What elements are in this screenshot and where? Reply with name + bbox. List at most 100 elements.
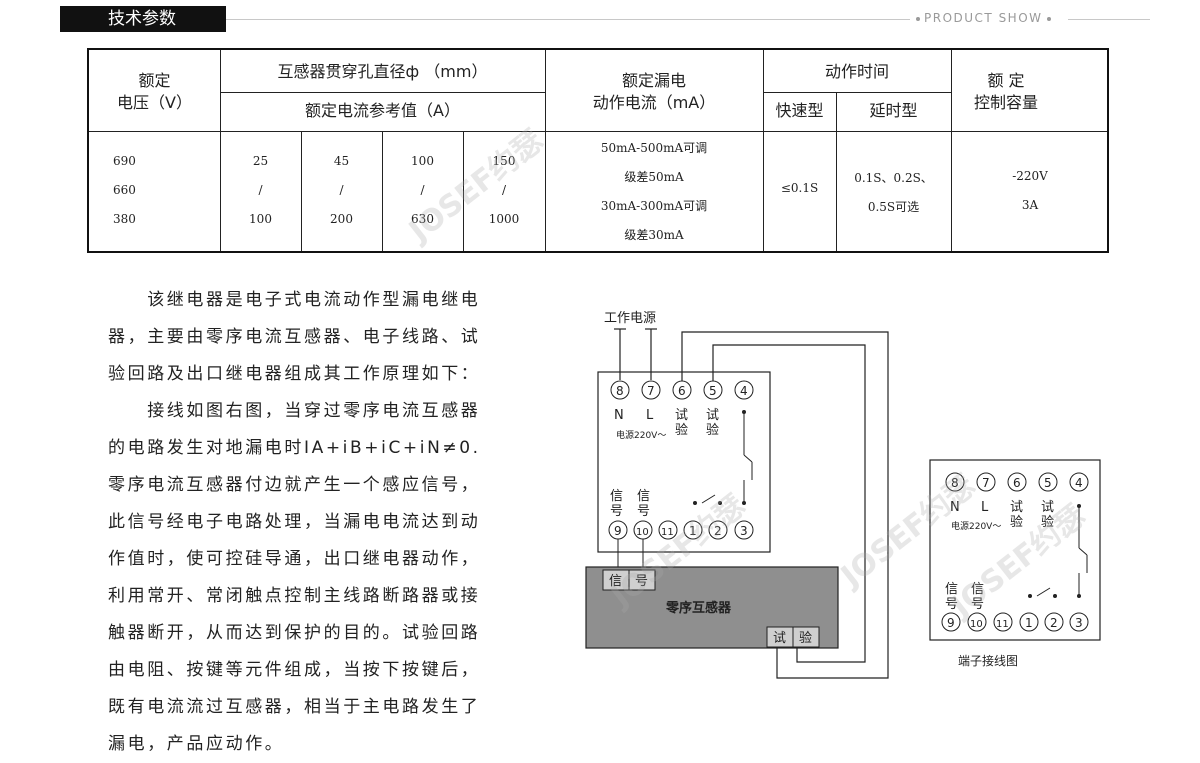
svg-text:3: 3: [1075, 616, 1083, 630]
svg-text:L: L: [981, 500, 989, 515]
test-label: 试: [675, 408, 688, 423]
svg-text:10: 10: [970, 619, 983, 630]
svg-text:验: 验: [1010, 514, 1023, 530]
delay-type-header: 延时型: [869, 101, 918, 120]
svg-text:6: 6: [678, 384, 686, 398]
ct-aperture-header: 互感器贯穿孔直径ф （mm）: [277, 62, 488, 81]
svg-text:9: 9: [614, 524, 622, 538]
ct-col-bottom: 100: [249, 212, 272, 226]
product-show-text: PRODUCT SHOW: [924, 11, 1043, 25]
section-title: 技术参数: [60, 6, 226, 32]
svg-text:7: 7: [647, 384, 655, 398]
svg-text:1: 1: [689, 524, 697, 538]
description-line: 触器断开，从而达到保护的目的。试验回路: [108, 623, 481, 643]
ct-col-sep: /: [420, 183, 425, 197]
leak-value: 50mA-500mA可调: [600, 141, 708, 155]
svg-text:11: 11: [996, 619, 1009, 630]
voltage-header-line1: 额定: [138, 71, 171, 90]
description-line: 零序电流互感器付边就产生一个感应信号，: [108, 475, 481, 495]
leak-current-header: 额定漏电 动作电流（mA）: [545, 70, 763, 114]
capacity-value: -220V: [1012, 169, 1048, 183]
svg-text:1: 1: [1025, 616, 1033, 630]
fast-type-header: 快速型: [775, 101, 824, 120]
ct-signal-label: 信: [609, 574, 622, 589]
delay-type-value: 0.5S可选: [867, 200, 920, 214]
l-label: L: [646, 408, 654, 423]
ct-col-sep: /: [501, 183, 507, 197]
svg-text:号: 号: [971, 597, 984, 612]
svg-text:验: 验: [1041, 514, 1054, 530]
test-label: 验: [675, 422, 688, 438]
ct-current-header: 额定电流参考值（A）: [305, 101, 460, 120]
fast-type-value: ≤0.1S: [780, 181, 819, 195]
voltage-header: 额定 电压（V）: [89, 70, 220, 114]
svg-text:10: 10: [636, 527, 649, 538]
description-line: 漏电，产品应动作。: [108, 734, 285, 754]
test-label: 验: [706, 422, 719, 438]
description-line: 验回路及出口继电器组成其工作原理如下：: [108, 364, 481, 384]
description-line: 由电阻、按键等元件组成，当按下按键后，: [108, 660, 481, 680]
leak-header-line2: 动作电流（mA）: [592, 93, 716, 112]
n-label: N: [614, 408, 624, 423]
svg-text:8: 8: [616, 384, 624, 398]
leak-value: 级差30mA: [624, 228, 684, 242]
svg-text:7: 7: [982, 476, 990, 490]
ct-col-top: 100: [411, 154, 434, 168]
capacity-header: 额 定 控制容量: [951, 70, 1061, 114]
header-divider: [226, 19, 910, 20]
ct-title: 零序互感器: [665, 600, 732, 616]
power-label: 工作电源: [604, 311, 656, 326]
description-line: 既有电流流过互感器，相当于主电路发生了: [108, 697, 481, 717]
description-line: 器，主要由零序电流互感器、电子线路、试: [108, 327, 481, 347]
description-text: 该继电器是电子式电流动作型漏电继电 器，主要由零序电流互感器、电子线路、试 验回…: [108, 282, 548, 763]
svg-text:N: N: [950, 500, 960, 515]
svg-text:5: 5: [709, 384, 717, 398]
voltage-header-line2: 电压（V）: [117, 93, 192, 112]
svg-text:信: 信: [971, 582, 984, 597]
voltage-value: 660: [113, 183, 136, 197]
voltage-value: 380: [113, 212, 136, 226]
svg-text:3: 3: [740, 524, 748, 538]
ct-col-top: 45: [333, 154, 350, 168]
svg-text:试: 试: [1041, 500, 1054, 515]
ct-col-sep: /: [339, 183, 344, 197]
description-line: 接线如图右图，当穿过零序电流互感器: [108, 401, 481, 421]
header-divider-right: [1068, 19, 1150, 20]
ct-test-label: 验: [799, 630, 812, 646]
signal-label: 信: [637, 489, 650, 504]
capacity-header-line2: 控制容量: [973, 93, 1038, 112]
svg-text:8: 8: [951, 476, 959, 490]
leak-header-line1: 额定漏电: [621, 71, 686, 90]
bullet-dot-icon: [1046, 16, 1051, 21]
delay-type-value: 0.1S、0.2S、: [854, 171, 933, 185]
ct-signal-label: 号: [635, 574, 648, 589]
description-line: 的电路发生对地漏电时IA+iB+iC+iN≠0.: [108, 438, 481, 458]
leak-value: 30mA-300mA可调: [600, 199, 708, 213]
svg-text:11: 11: [661, 527, 674, 538]
ct-col-top: 25: [252, 154, 269, 168]
svg-text:信: 信: [945, 582, 958, 597]
ct-col-bottom: 630: [411, 212, 434, 226]
ct-col-bottom: 200: [330, 212, 353, 226]
capacity-header-line1: 额 定: [987, 71, 1025, 90]
test-label: 试: [706, 408, 719, 423]
ct-col-top: 150: [492, 154, 516, 168]
relay-body: [597, 371, 771, 553]
top-terminal-row: 8 7 6 5 4: [610, 380, 754, 400]
action-time-header: 动作时间: [824, 62, 889, 81]
svg-text:2: 2: [714, 524, 722, 538]
svg-text:电源220V～: 电源220V～: [951, 520, 1001, 532]
leak-value: 级差50mA: [624, 170, 684, 184]
signal-label: 号: [637, 504, 650, 519]
svg-text:9: 9: [947, 616, 955, 630]
description-line: 此信号经电子电路处理，当漏电电流达到动: [108, 512, 481, 532]
bottom-terminal-row: 9 10 11 1 2 3: [608, 520, 754, 540]
terminal-diagram: [929, 459, 1101, 641]
voltage-value: 690: [113, 154, 136, 168]
description-line: 利用常开、常闭触点控制主线路断路器或接: [108, 586, 481, 606]
signal-label: 号: [610, 504, 623, 519]
description-line: 该继电器是电子式电流动作型漏电继电: [108, 290, 481, 310]
svg-text:试: 试: [1010, 500, 1023, 515]
ct-test-label: 试: [773, 631, 786, 646]
